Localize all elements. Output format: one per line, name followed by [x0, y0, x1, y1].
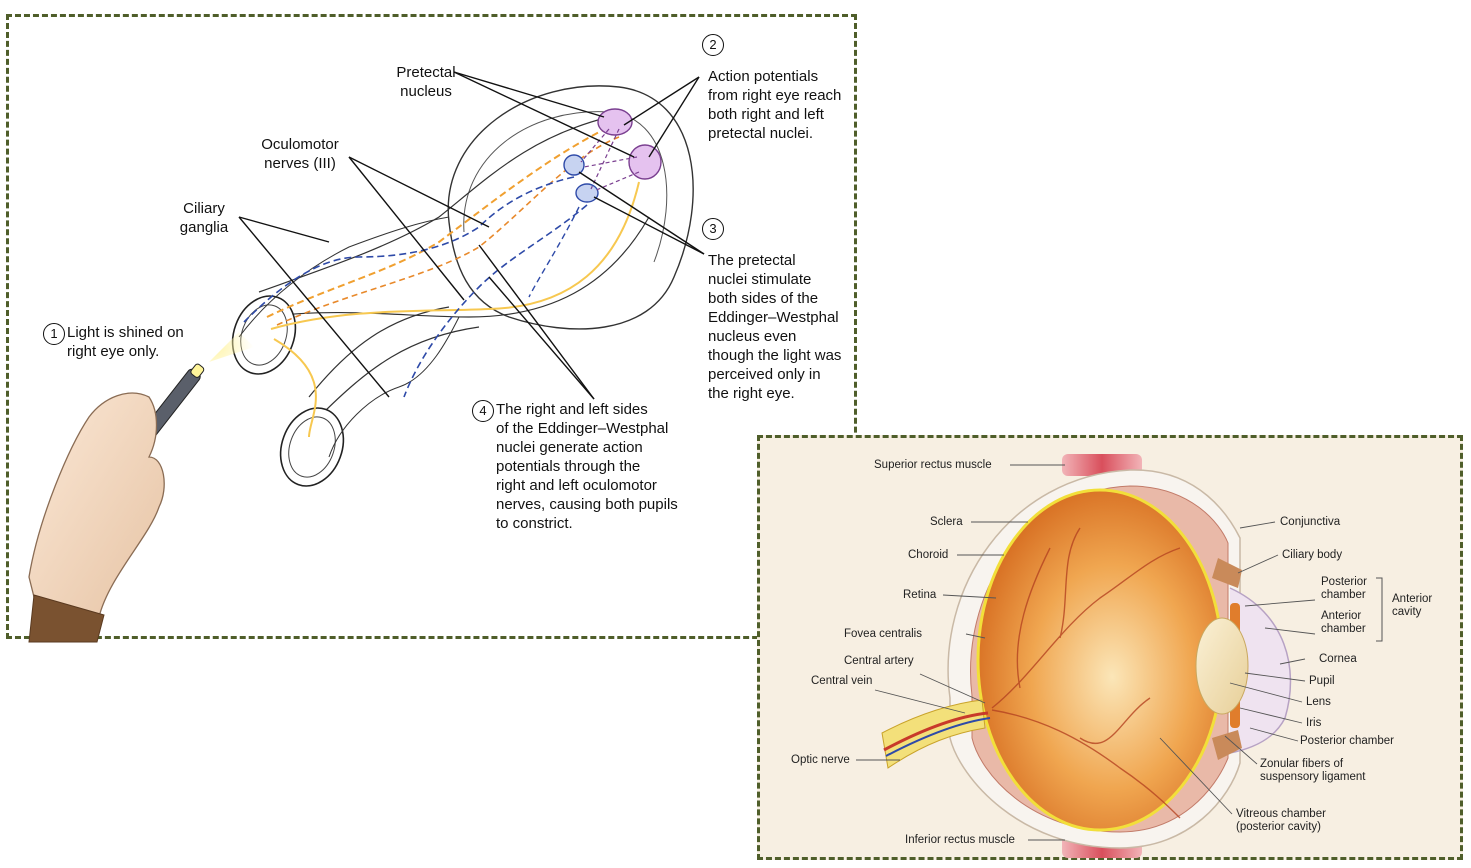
label-oculomotor-nerves: Oculomotor nerves (III)	[255, 135, 345, 173]
label-optic-nerve: Optic nerve	[791, 754, 850, 767]
label-cornea: Cornea	[1319, 653, 1357, 666]
brain-inner-outline	[464, 112, 667, 262]
optic-nerve-left-2	[319, 327, 479, 417]
label-central-artery: Central artery	[844, 655, 914, 668]
label-zonular-fibers: Zonular fibers of suspensory ligament	[1260, 758, 1365, 784]
label-pupil: Pupil	[1309, 675, 1335, 688]
label-inferior-rectus: Inferior rectus muscle	[905, 834, 1015, 847]
label-conjunctiva: Conjunctiva	[1280, 516, 1340, 529]
step-3-marker: 3	[702, 218, 724, 240]
step-1-text: Light is shined on right eye only.	[67, 323, 207, 361]
step-4-text: The right and left sides of the Eddinger…	[496, 400, 696, 533]
label-fovea-centralis: Fovea centralis	[844, 628, 922, 641]
eye-cross-section	[760, 438, 1466, 863]
pretectal-nucleus-right	[629, 145, 661, 179]
label-sclera: Sclera	[930, 516, 963, 529]
label-ciliary-body: Ciliary body	[1282, 549, 1342, 562]
label-iris: Iris	[1306, 717, 1321, 730]
pretectal-nucleus-left	[598, 109, 632, 135]
leader-lines	[239, 72, 704, 399]
label-retina: Retina	[903, 589, 936, 602]
ciliary-nerve-lower	[329, 317, 459, 457]
efferent-path-1	[244, 177, 574, 322]
label-posterior-chamber-2: Posterior chamber	[1300, 735, 1394, 748]
label-posterior-chamber: Posterior chamber	[1321, 576, 1367, 602]
label-vitreous-chamber: Vitreous chamber (posterior cavity)	[1236, 808, 1326, 834]
pupillary-reflex-panel: Pretectal nucleus Oculomotor nerves (III…	[6, 14, 857, 639]
efferent-path-2	[404, 205, 587, 397]
step-2-text: Action potentials from right eye reach b…	[708, 67, 858, 143]
efferent-path-3	[529, 207, 579, 297]
label-lens: Lens	[1306, 696, 1331, 709]
optic-nerve-left	[309, 307, 449, 397]
label-choroid: Choroid	[908, 549, 948, 562]
label-pretectal-nucleus: Pretectal nucleus	[386, 63, 466, 101]
step-3-text: The pretectal nuclei stimulate both side…	[708, 251, 858, 403]
label-superior-rectus: Superior rectus muscle	[874, 459, 992, 472]
ew-nucleus-lower	[576, 184, 598, 202]
ew-nucleus-upper	[564, 155, 584, 175]
label-ciliary-ganglia: Ciliary ganglia	[169, 199, 239, 237]
gloved-hand	[29, 393, 164, 617]
optic-tract-lower	[264, 217, 649, 317]
anterior-cavity-bracket	[1376, 578, 1382, 641]
right-eye	[222, 287, 306, 383]
lens	[1196, 618, 1248, 714]
step-1-marker: 1	[43, 323, 65, 345]
left-eye	[270, 399, 354, 495]
label-anterior-cavity: Anterior cavity	[1392, 593, 1432, 619]
eye-anatomy-panel: Superior rectus muscle Sclera Choroid Re…	[757, 435, 1463, 860]
step-4-marker: 4	[472, 400, 494, 422]
label-anterior-chamber: Anterior chamber	[1321, 610, 1366, 636]
step-2-marker: 2	[702, 34, 724, 56]
label-central-vein: Central vein	[811, 675, 872, 688]
vitreous-chamber	[978, 490, 1222, 830]
